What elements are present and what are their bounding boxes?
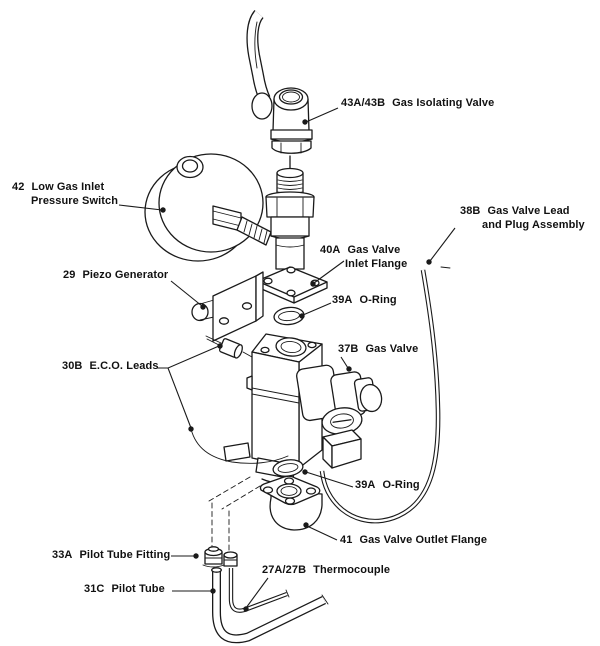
part-number: 30B [62, 360, 83, 372]
label-outlet-flange: 41 Gas Valve Outlet Flange [340, 534, 487, 548]
label-pilot-tube-fitting: 33A Pilot Tube Fitting [52, 549, 170, 563]
label-lead-plug-assembly: 38B Gas Valve Lead and Plug Assembly [460, 205, 585, 232]
part-number: 31C [84, 583, 105, 595]
part-number: 29 [63, 269, 76, 281]
part-number: 37B [338, 343, 359, 355]
label-o-ring-upper: 39A O-Ring [332, 294, 397, 308]
label-pilot-tube: 31C Pilot Tube [84, 583, 165, 597]
pressure-switch-drawing [144, 153, 272, 262]
label-pressure-switch: 42 Low Gas Inlet Pressure Switch [12, 181, 118, 208]
label-thermocouple: 27A/27B Thermocouple [262, 564, 390, 578]
part-number: 39A [355, 479, 376, 491]
part-name-line1: Gas Valve Lead [487, 205, 570, 217]
eco-leads-drawing [190, 335, 289, 464]
outlet-flange-drawing [259, 475, 323, 531]
label-eco-leads: 30B E.C.O. Leads [62, 360, 159, 374]
leader-lines [118, 107, 456, 612]
part-name-line2: Pressure Switch [31, 194, 119, 207]
part-name: O-Ring [359, 294, 397, 306]
part-number: 41 [340, 534, 353, 546]
part-name: Gas Valve [365, 343, 419, 355]
part-name: Piezo Generator [82, 269, 169, 281]
gas-valve-drawing [223, 333, 383, 484]
part-name-line1: Low Gas Inlet [31, 181, 105, 193]
part-name: O-Ring [382, 479, 420, 491]
part-number: 40A [320, 244, 341, 256]
label-o-ring-lower: 39A O-Ring [355, 479, 420, 493]
part-name-line1: Gas Valve [347, 244, 401, 256]
inlet-pipe-and-flange-drawing [256, 167, 328, 304]
part-number: 43A/43B [341, 97, 386, 109]
gas-isolating-valve-drawing [246, 10, 313, 170]
part-number: 27A/27B [262, 564, 307, 576]
part-name: Gas Isolating Valve [392, 97, 495, 109]
part-name: Gas Valve Outlet Flange [359, 534, 488, 546]
label-gas-isolating-valve: 43A/43B Gas Isolating Valve [341, 97, 494, 111]
part-name: E.C.O. Leads [89, 360, 159, 372]
pilot-tube-drawing [211, 567, 329, 644]
assembly-dashed-lines [208, 476, 261, 551]
part-number: 38B [460, 205, 481, 217]
part-number: 42 [12, 181, 25, 193]
part-name: Thermocouple [313, 564, 391, 576]
part-number: 39A [332, 294, 353, 306]
label-inlet-flange: 40A Gas Valve Inlet Flange [320, 244, 407, 271]
part-name-line2: Inlet Flange [345, 257, 408, 270]
piezo-generator-drawing [191, 271, 264, 342]
pilot-tube-fitting-drawing [202, 546, 238, 568]
part-name: Pilot Tube [111, 583, 165, 595]
part-number: 33A [52, 549, 73, 561]
label-piezo-generator: 29 Piezo Generator [63, 269, 168, 283]
part-name-line2: and Plug Assembly [482, 218, 585, 231]
lead-and-plug-wire-drawing [319, 266, 451, 524]
label-gas-valve: 37B Gas Valve [338, 343, 418, 357]
part-name: Pilot Tube Fitting [79, 549, 171, 561]
